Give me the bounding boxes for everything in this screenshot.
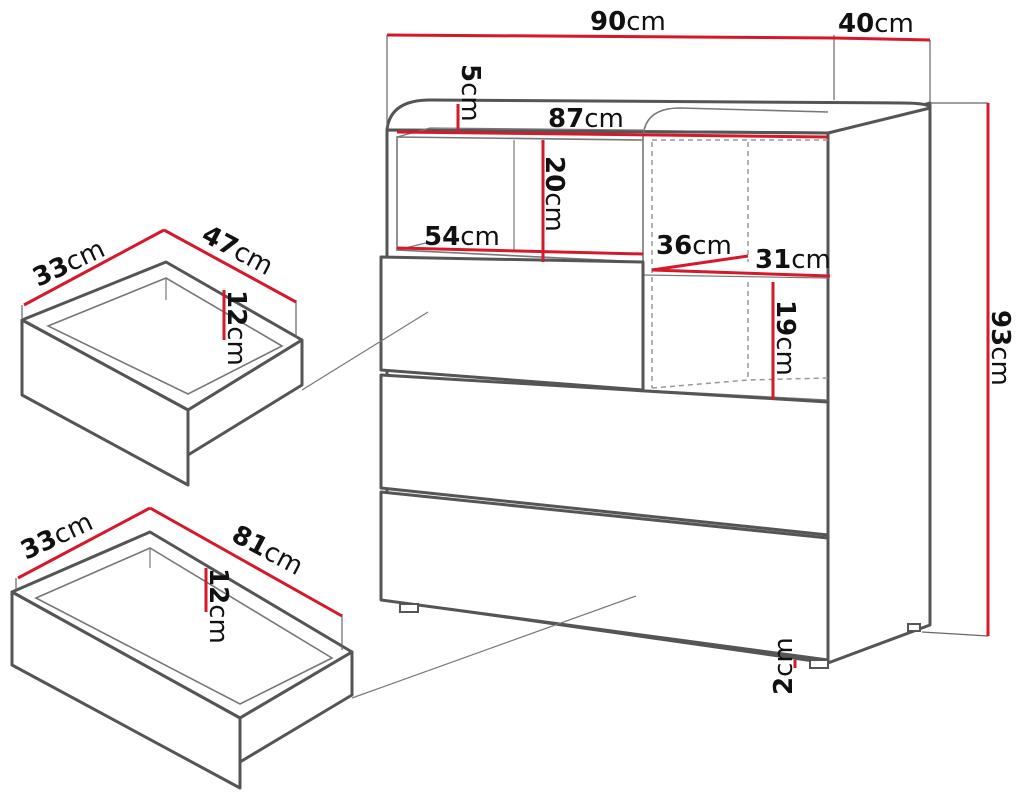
dim-line-width	[386, 33, 835, 40]
cabinet-side-panel	[826, 101, 932, 665]
small-drawer-dim-label-height: 12cm	[221, 290, 251, 366]
dim-line-shelf-depth-right	[651, 268, 831, 278]
dim-label-leg-height: 2cm	[769, 637, 799, 695]
small-drawer-front	[20, 318, 190, 487]
dim-label-shelf-width-left: 54cm	[424, 222, 500, 252]
shelf-back-edge	[396, 127, 644, 138]
large-drawer-dim-line-width	[149, 506, 343, 618]
dim-line-shelf-width-left	[396, 246, 644, 256]
large-drawer-dim-label-height: 12cm	[203, 568, 233, 644]
large-drawer-dim-line-depth	[17, 506, 151, 580]
small-drawer-cavity	[46, 277, 284, 395]
large-drawer-cavity	[34, 547, 334, 705]
cabinet-foot-front-right	[809, 659, 829, 669]
dim-label-width: 90cm	[590, 7, 666, 37]
dim-line-shelf-width-right	[651, 254, 749, 272]
large-drawer-side	[238, 650, 354, 764]
cabinet	[379, 35, 989, 669]
dim-line-inner-width	[396, 130, 829, 139]
dim-label-shelf-width-right: 36cm	[656, 231, 732, 261]
dim-line-depth	[833, 36, 931, 42]
cabinet-top	[385, 98, 932, 135]
cabinet-dimension-lines	[386, 33, 990, 668]
cabinet-drawer-top-front	[379, 255, 645, 392]
dim-label-depth: 40cm	[838, 9, 914, 39]
small-drawer-dim-label-width: 47cm	[197, 220, 278, 282]
small-drawer-dim-label-depth: 33cm	[28, 234, 109, 293]
small-drawer-side	[186, 338, 304, 457]
cabinet-foot-front-left	[399, 603, 419, 613]
ext-line	[921, 631, 989, 637]
cabinet-foot-back-right	[907, 623, 921, 632]
small-drawer-dim-line-depth	[23, 228, 165, 307]
cabinet-dimension-labels: 90cm 40cm 93cm 5cm 87cm 20cm 54cm 36cm 3…	[424, 7, 1015, 695]
large-drawer-front	[10, 590, 242, 790]
cabinet-drawer-middle-front	[379, 373, 830, 537]
leader-line-large-drawer	[351, 595, 637, 699]
dim-label-shelf-depth-right: 31cm	[755, 245, 831, 275]
compartment-shelf	[642, 274, 829, 279]
dim-label-shelf-height: 20cm	[539, 156, 569, 232]
dim-label-compartment-height: 19cm	[770, 300, 800, 376]
dim-label-height: 93cm	[985, 310, 1015, 386]
dim-label-top-thickness: 5cm	[455, 64, 485, 122]
dim-label-inner-width: 87cm	[548, 104, 624, 134]
small-drawer: 33cm 47cm 12cm	[20, 220, 304, 487]
small-drawer-dim-line-width	[163, 228, 297, 304]
leader-line-small-drawer	[301, 311, 429, 391]
large-drawer: 33cm 81cm 12cm	[10, 506, 354, 790]
